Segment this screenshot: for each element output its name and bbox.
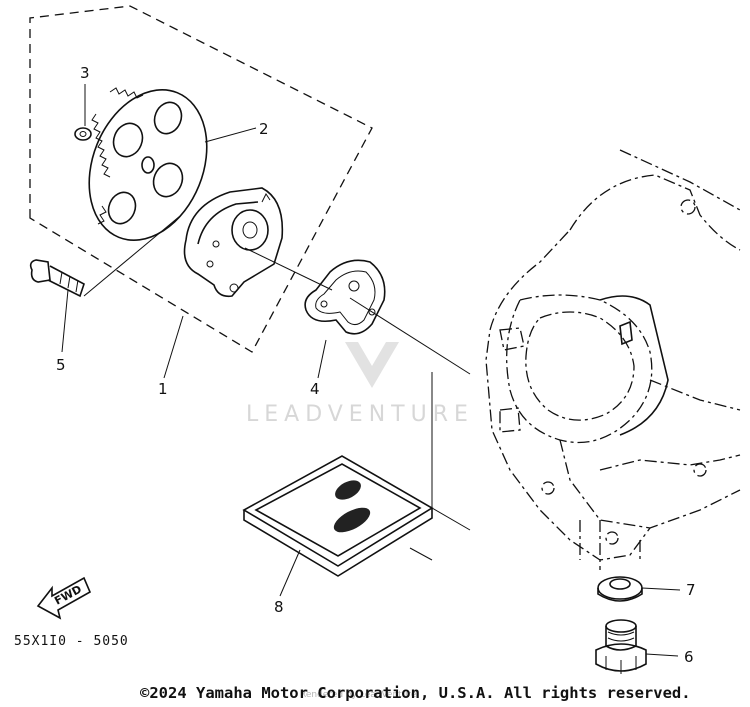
clip-part [74,127,92,141]
callout-7: 7 [686,581,696,599]
callout-6: 6 [684,648,694,666]
leader-lines [61,84,681,657]
drain-washer [597,576,643,602]
callout-2: 2 [259,120,269,138]
callout-5: 5 [56,356,66,374]
callout-3: 3 [80,64,90,82]
callout-8: 8 [274,598,284,616]
copyright-notice: ©2024 Yamaha Motor Corporation, U.S.A. A… [140,684,691,702]
fwd-arrow: FWD [36,576,92,620]
part-code: 55X1I0 - 5050 [14,634,129,649]
pump-gasket [304,259,386,335]
watermark-brand: LEADVENTURE [246,402,474,427]
assembly-boundary [29,5,373,353]
watermark-logo-icon [345,342,399,388]
oil-strainer [242,455,434,577]
watermark-sub: Rendered by LeadVenture [300,690,417,700]
assembly-lines [83,215,471,561]
leadventure-watermark: LEADVENTURE Rendered by LeadVenture [246,342,474,700]
bolt [29,259,85,298]
driven-gear [88,87,208,241]
crankcase [485,149,741,570]
callout-1: 1 [158,380,168,398]
callout-4: 4 [310,380,320,398]
drain-bolt [595,619,647,674]
oil-pump-body [183,187,284,298]
